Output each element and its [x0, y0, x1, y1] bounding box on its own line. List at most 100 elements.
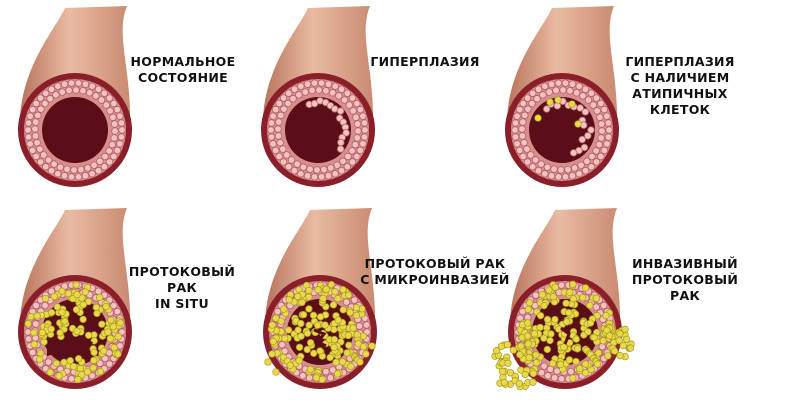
atypical-cell [554, 96, 562, 104]
epithelial-cell [537, 369, 546, 377]
atypical-cell [569, 295, 578, 303]
epithelial-cell [597, 152, 605, 161]
atypical-cell [604, 352, 612, 360]
label-line: С НАЛИЧИЕМ [630, 70, 730, 85]
epithelial-cell [356, 146, 365, 155]
atypical-cell [346, 308, 354, 317]
epithelial-cell [310, 173, 319, 181]
epithelial-cell [24, 335, 33, 343]
epithelial-cell [579, 92, 587, 100]
atypical-cell [584, 328, 592, 336]
atypical-cell [565, 356, 574, 364]
atypical-cell [551, 315, 559, 324]
epithelial-cell [362, 321, 371, 329]
label-line: ГИПЕРПЛАЗИЯ [370, 54, 480, 69]
atypical-cell [529, 369, 537, 378]
epithelial-cell [106, 107, 114, 115]
atypical-cell [586, 301, 594, 310]
epithelial-cell [44, 156, 53, 164]
epithelial-cell [523, 158, 532, 166]
atypical-cell [330, 343, 338, 352]
atypical-cell [616, 352, 624, 360]
epithelial-cell [50, 160, 58, 168]
atypical-cell [55, 372, 63, 380]
label-line: АТИПИЧНЫХ [632, 86, 728, 101]
epithelial-cell [604, 133, 613, 141]
epithelial-cell [335, 92, 343, 100]
epithelial-cell [105, 147, 113, 155]
epithelial-cell [534, 85, 543, 93]
epithelial-cell [275, 99, 283, 108]
atypical-cell [295, 343, 304, 351]
atypical-cell [344, 291, 353, 299]
label-microinvasion: ПРОТОКОВЫЙ РАК С МИКРОИНВАЗИЕЙ [360, 256, 510, 288]
atypical-cell [532, 359, 541, 367]
atypical-cell [330, 335, 339, 344]
epithelial-cell [600, 146, 609, 155]
epithelial-cell [600, 105, 609, 114]
epithelial-cell [74, 173, 83, 181]
epithelial-cell [515, 105, 524, 114]
label-line: ПРОТОКОВЫЙ РАК [128, 264, 236, 295]
epithelial-cell [331, 170, 339, 178]
atypical-cell [524, 340, 532, 348]
epithelial-cell [593, 107, 601, 115]
epithelial-cell [342, 298, 351, 306]
epithelial-cell [348, 158, 357, 166]
atypical-cell [540, 334, 548, 342]
epithelial-cell [303, 80, 312, 88]
atypical-cell [73, 327, 81, 336]
epithelial-cell [561, 79, 570, 87]
atypical-cell [61, 317, 69, 325]
atypical-cell [295, 356, 303, 365]
atypical-cell [521, 370, 529, 379]
atypical-cell [33, 312, 41, 320]
epithelial-cell [528, 163, 537, 171]
atypical-cell [622, 335, 631, 344]
epithelial-cell [361, 126, 369, 134]
epithelial-cell [513, 112, 521, 120]
epithelial-cell [592, 147, 600, 155]
atypical-cell [563, 318, 571, 326]
atypical-cell [81, 288, 89, 296]
epithelial-cell [523, 94, 532, 102]
atypical-cell [626, 344, 635, 352]
atypical-cell [268, 321, 276, 329]
epithelial-cell [74, 79, 83, 87]
epithelial-cell [328, 89, 337, 97]
epithelial-cell [564, 165, 572, 174]
epithelial-cell [513, 140, 521, 148]
epithelial-cell [81, 172, 90, 180]
epithelial-cell [283, 151, 291, 159]
atypical-cell [338, 358, 347, 366]
atypical-cell [547, 330, 555, 338]
atypical-cell [329, 301, 338, 309]
epithelial-cell [46, 95, 54, 103]
epithelial-cell [269, 140, 277, 148]
epithelial-cell [271, 146, 280, 155]
atypical-cell [362, 350, 370, 358]
atypical-cell [50, 292, 58, 301]
atypical-cell [524, 305, 533, 314]
atypical-cell [284, 326, 293, 334]
atypical-cell [90, 356, 98, 364]
epithelial-cell [36, 94, 45, 102]
atypical-cell [297, 332, 305, 340]
epithelial-cell [524, 105, 532, 113]
atypical-cell [305, 321, 313, 329]
epithelial-cell [540, 362, 548, 370]
atypical-cell [594, 349, 603, 357]
epithelial-cell [518, 132, 527, 140]
atypical-cell [56, 329, 64, 337]
atypical-cell [73, 290, 81, 299]
epithelial-cell [587, 89, 596, 97]
atypical-cell [321, 321, 329, 329]
epithelial-cell [598, 127, 606, 135]
epithelial-cell [67, 79, 76, 87]
epithelial-cell [297, 170, 305, 178]
atypical-cell [526, 299, 534, 307]
epithelial-cell [528, 99, 536, 108]
atypical-cell [64, 289, 72, 298]
atypical-cell [524, 319, 532, 327]
